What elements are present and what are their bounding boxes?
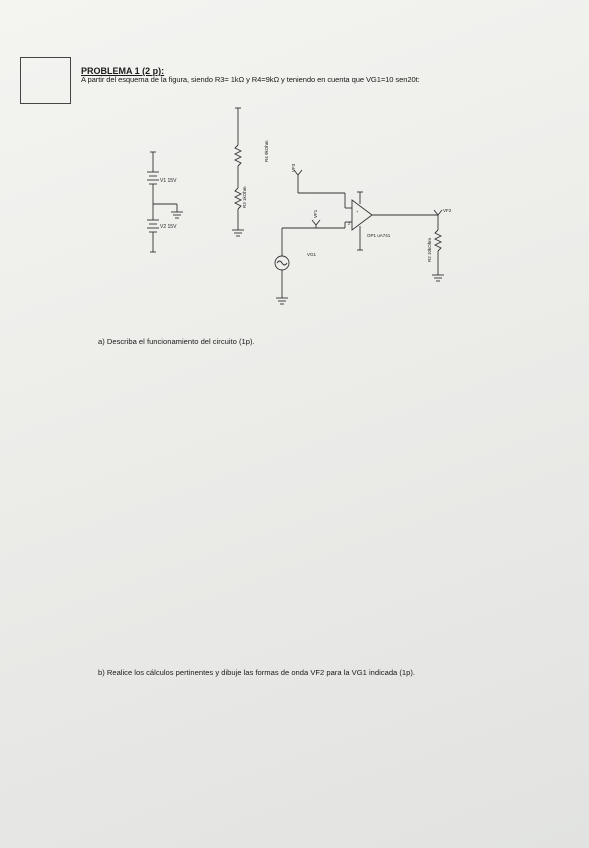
vf1-label: VF1 bbox=[313, 209, 318, 218]
r4-label: R4 9kOhm bbox=[264, 140, 269, 162]
r2-label: R2 10kOhm bbox=[427, 238, 432, 262]
op-amp-label: OP1 uA741 bbox=[367, 233, 391, 238]
circuit-schematic: V1 15V V2 15V R4 9kOhm R3 1kOhm VF3 bbox=[147, 107, 452, 305]
vf3-probe bbox=[293, 169, 352, 209]
vf2-label: VF2 bbox=[443, 208, 452, 213]
v2-label: V2 15V bbox=[160, 224, 177, 230]
vf1-probe bbox=[311, 219, 321, 228]
resistor-divider bbox=[232, 107, 244, 237]
power-supplies bbox=[147, 151, 183, 253]
vg1-label: VG1 bbox=[307, 252, 317, 257]
r3-label: R3 1kOhm bbox=[242, 186, 247, 208]
problem-statement: A partir del esquema de la figura, siend… bbox=[81, 75, 420, 84]
op-amp bbox=[282, 191, 438, 251]
question-b: b) Realice los cálculos pertinentes y di… bbox=[98, 668, 415, 677]
op-minus-pin: 2 bbox=[348, 221, 351, 226]
problem-title: PROBLEMA 1 (2 p): bbox=[81, 66, 165, 76]
v1-label: V1 15V bbox=[160, 178, 177, 184]
op-plus-pin: + bbox=[356, 209, 359, 214]
vg1-source bbox=[274, 228, 290, 305]
vf2-output bbox=[432, 209, 444, 282]
question-a: a) Describa el funcionamiento del circui… bbox=[98, 337, 255, 346]
score-box bbox=[20, 57, 71, 104]
vf3-label: VF3 bbox=[291, 163, 296, 172]
